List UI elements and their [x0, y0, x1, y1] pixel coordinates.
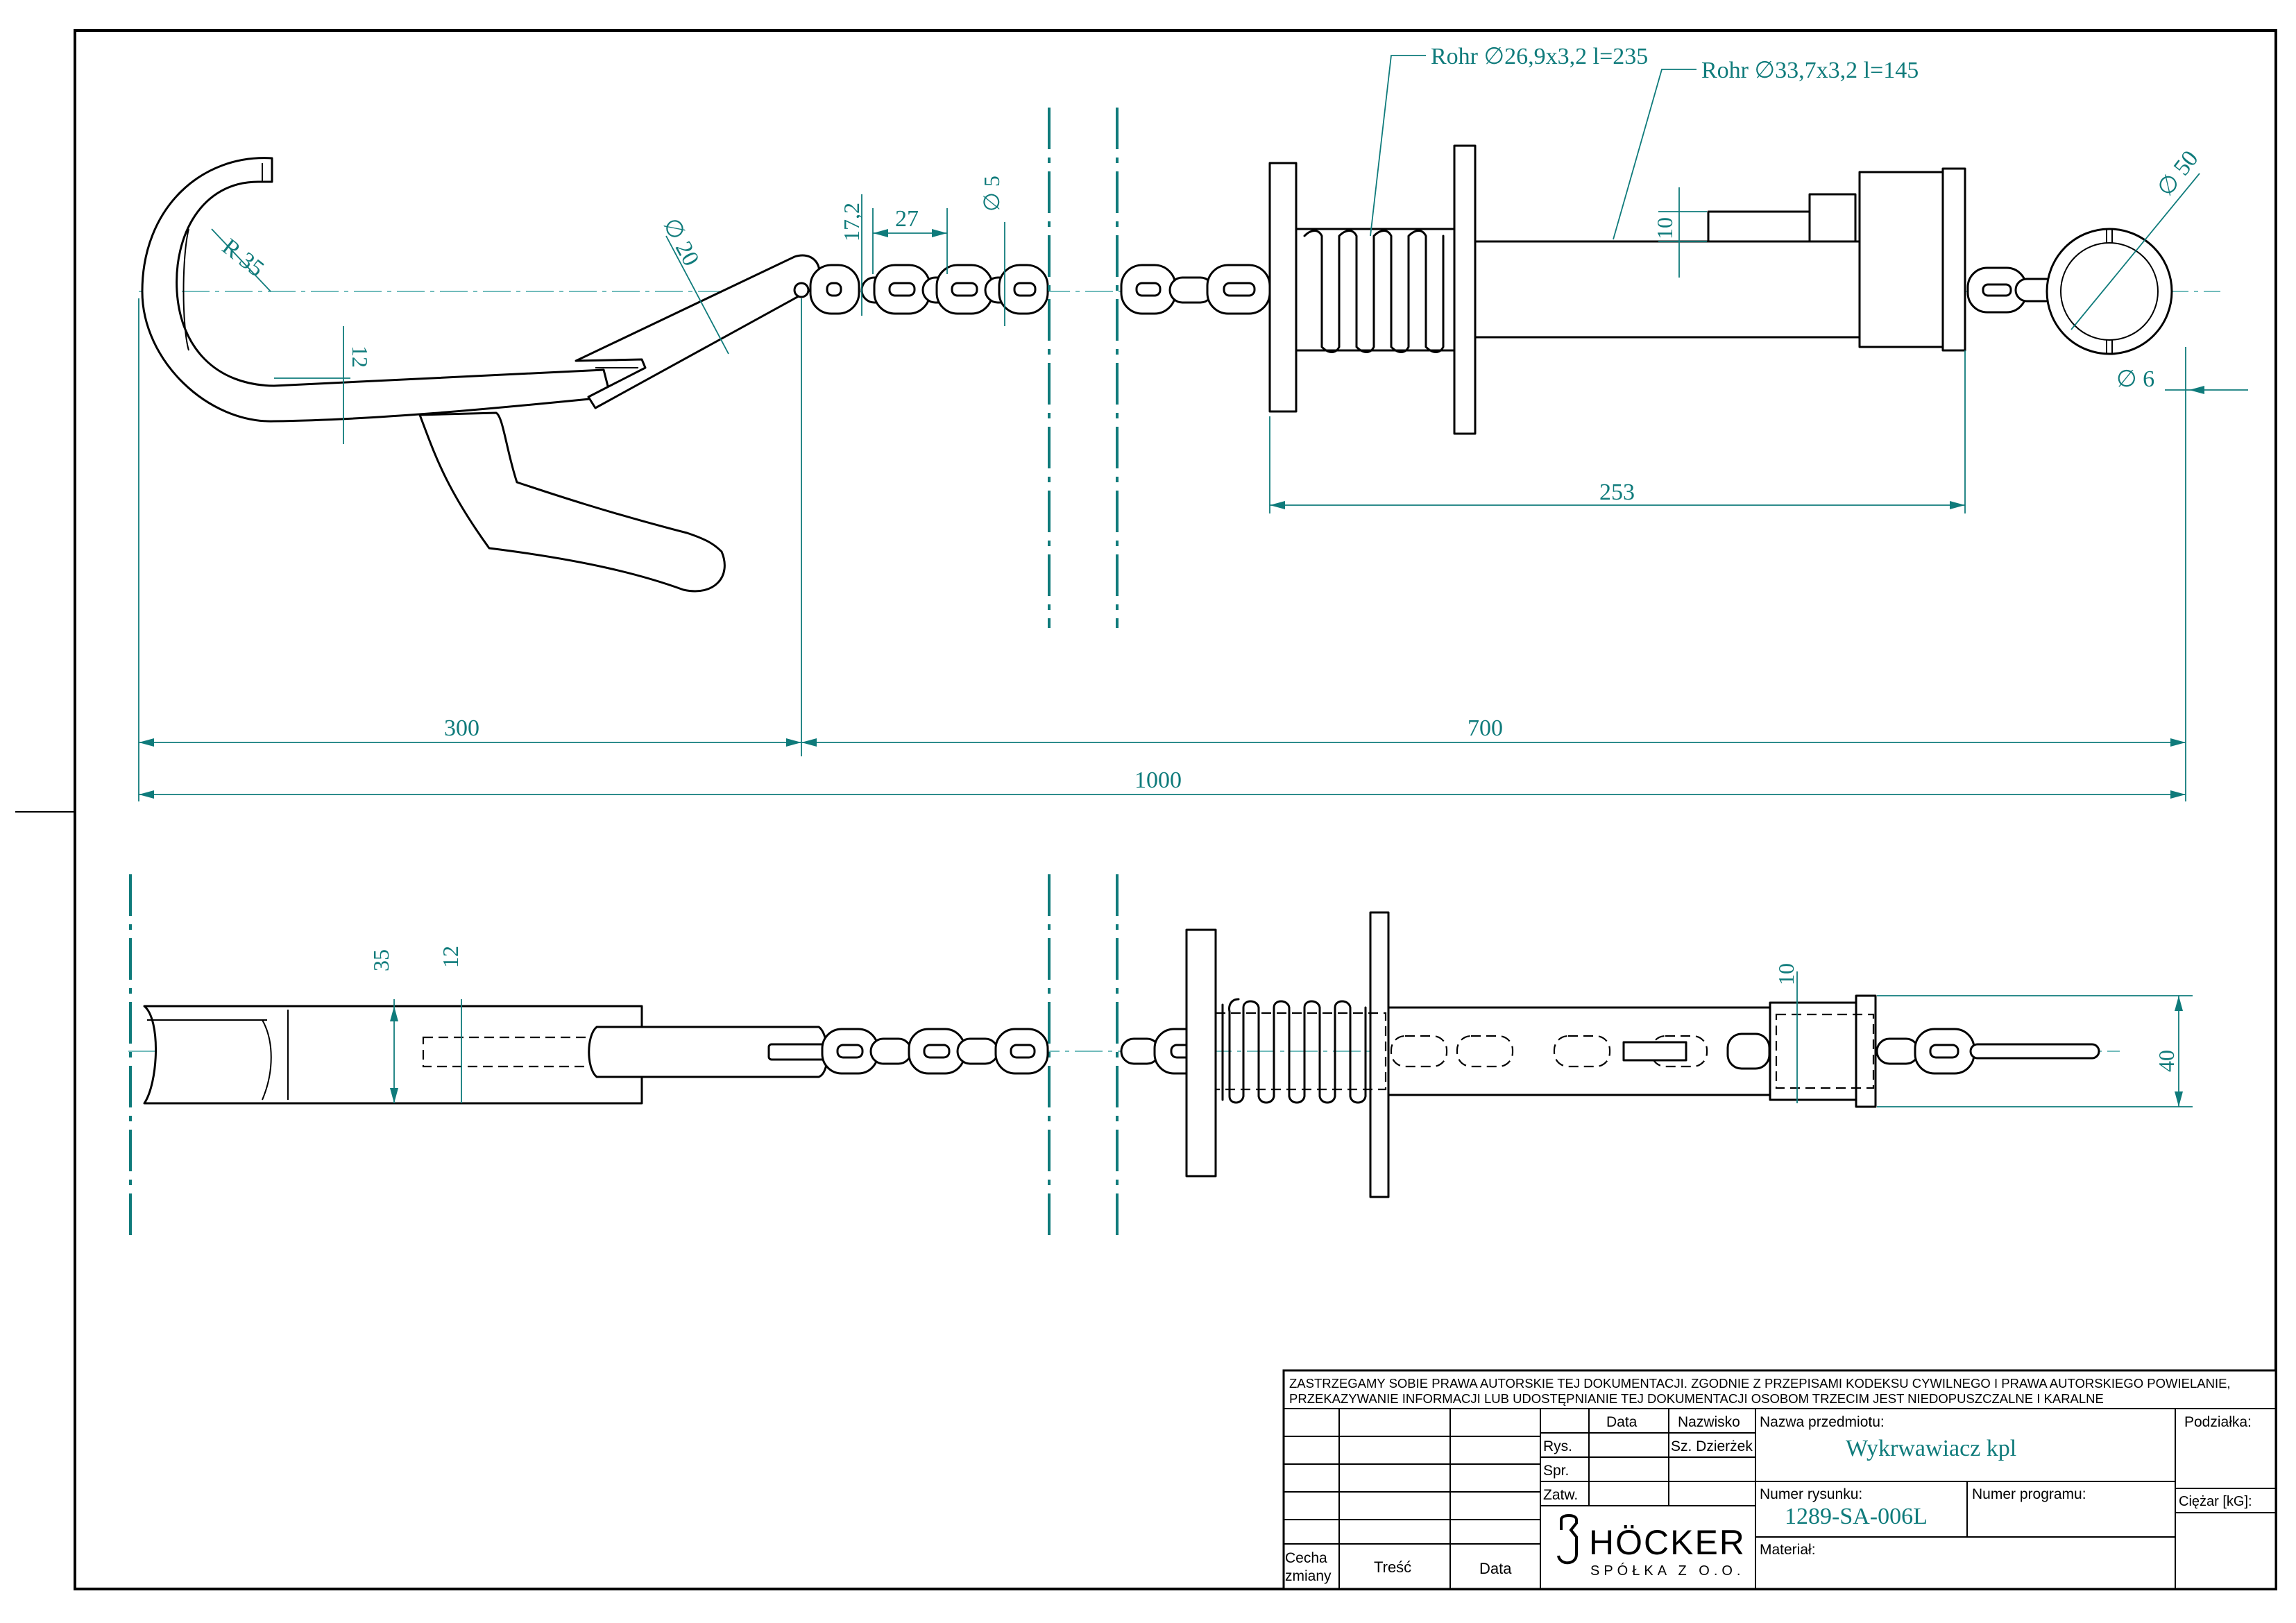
dim-253: 253 — [1599, 479, 1635, 505]
dim-27: 27 — [895, 206, 919, 232]
title-block: ZASTRZEGAMY SOBIE PRAWA AUTORSKIE TEJ DO… — [1282, 1369, 2277, 1590]
spring-side — [1214, 998, 1387, 1104]
dim-40: 40 — [2154, 1050, 2179, 1072]
drawing-no-value: 1289-SA-006L — [1785, 1504, 1928, 1529]
chain-right — [1120, 264, 1271, 315]
row-zatw: Zatw. — [1543, 1487, 1578, 1503]
dim-d50: ∅ 50 — [2152, 146, 2204, 201]
end-cap-hidden — [1775, 1013, 1875, 1089]
arm-tube-side — [588, 1026, 828, 1078]
copyright-line-1: ZASTRZEGAMY SOBIE PRAWA AUTORSKIE TEJ DO… — [1289, 1376, 2231, 1391]
bottom-dimensions: 35 12 10 40 — [368, 946, 2193, 1107]
hook-side-hidden-slot — [422, 1036, 727, 1068]
company-logo: HÖCKER SPÓŁKA Z O.O. — [1557, 1514, 1746, 1579]
top-bracket-step — [1808, 193, 1857, 243]
row-spr: Spr. — [1543, 1463, 1569, 1479]
top-dimensions: Rohr ∅26,9x3,2 l=235 Rohr ∅33,7x3,2 l=14… — [138, 44, 2248, 801]
dim-d5: ∅ 5 — [979, 176, 1004, 212]
weight-label: Ciężar [kG]: — [2179, 1494, 2252, 1509]
spring — [1295, 228, 1456, 353]
dim-d20: ∅ 20 — [658, 214, 704, 270]
inner-rod-side — [1622, 1041, 1687, 1062]
label-rohr-outer: Rohr ∅33,7x3,2 l=145 — [1701, 58, 1919, 83]
dim-10-bottom: 10 — [1774, 963, 1798, 985]
left-disc — [1268, 162, 1298, 413]
dim-10-top: 10 — [1652, 217, 1677, 239]
company-name: HÖCKER — [1589, 1523, 1746, 1562]
cecha-label-2: zmiany — [1285, 1568, 1332, 1584]
dim-12-bottom: 12 — [438, 946, 463, 968]
program-no-label: Numer programu: — [1972, 1486, 2086, 1502]
dim-d6: ∅ 6 — [2116, 366, 2154, 392]
left-disc-side — [1185, 928, 1217, 1178]
col-data: Data — [1606, 1414, 1638, 1430]
dim-300: 300 — [444, 715, 479, 741]
dim-35: 35 — [368, 949, 393, 971]
company-sub: SPÓŁKA Z O.O. — [1590, 1563, 1745, 1579]
item-name-label: Nazwa przedmiotu: — [1760, 1414, 1885, 1430]
arm-tab-side — [767, 1043, 831, 1061]
dim-r35: R 35 — [217, 234, 269, 282]
hook-handle — [418, 411, 726, 593]
drawing-no-label: Numer rysunku: — [1760, 1486, 1862, 1502]
end-cap-flange — [1941, 167, 1966, 352]
scale-label: Podziałka: — [2184, 1414, 2252, 1430]
end-chain — [1966, 266, 2059, 314]
end-cap-flange-side — [1855, 994, 1877, 1108]
end-ring-inner — [2060, 242, 2159, 341]
chain-left — [809, 264, 1049, 315]
row-rys: Rys. — [1543, 1438, 1572, 1454]
dim-1000: 1000 — [1134, 767, 1182, 793]
hook-pivot-hole — [793, 282, 810, 298]
hook-inner-edge — [182, 228, 189, 351]
dim-12-top: 12 — [348, 346, 373, 368]
tube-side — [1387, 1006, 1771, 1096]
dim-700: 700 — [1468, 715, 1503, 741]
drawing-frame — [74, 29, 2277, 1590]
right-disc — [1453, 144, 1477, 435]
rys-nazwisko: Sz. Dzierżek — [1671, 1438, 1753, 1454]
end-ring-outer — [2046, 228, 2173, 355]
dim-17-2: 17,2 — [839, 203, 864, 241]
item-name-value: Wykrwawiacz kpl — [1846, 1436, 2016, 1461]
hook-side-curve — [262, 1019, 272, 1101]
right-disc-side — [1369, 911, 1390, 1198]
inner-tube — [1474, 240, 1872, 339]
chain-side-left — [821, 1028, 1049, 1075]
hook-logo-icon — [1557, 1514, 1578, 1565]
tresc-label: Treść — [1374, 1558, 1411, 1576]
end-ring-side — [1969, 1043, 2100, 1060]
end-chain-side — [1876, 1028, 1975, 1075]
label-rohr-inner: Rohr ∅26,9x3,2 l=235 — [1431, 44, 1648, 69]
hook-arm-tube — [575, 254, 821, 409]
col-nazwisko: Nazwisko — [1678, 1414, 1740, 1430]
cecha-label-1: Cecha — [1285, 1550, 1327, 1566]
hook-body — [141, 157, 612, 423]
bottom-view — [128, 874, 2120, 1235]
end-cap — [1858, 171, 1958, 348]
top-view — [139, 108, 2220, 628]
rev-data-label: Data — [1479, 1560, 1512, 1577]
copyright-line-2: PRZEKAZYWANIE INFORMACJI LUB UDOSTĘPNIAN… — [1289, 1391, 2104, 1406]
material-label: Materiał: — [1760, 1542, 1816, 1558]
